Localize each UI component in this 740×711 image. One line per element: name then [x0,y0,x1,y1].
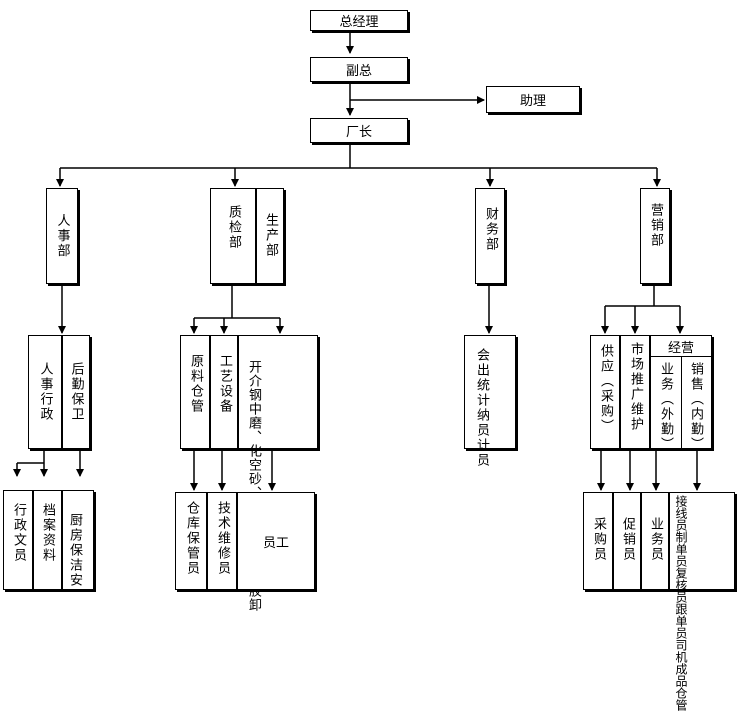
node-workers: 员工 [237,492,315,590]
supply-purchasing-label: 供应（采购） [598,344,613,434]
dept-finance: 财务部 [475,188,505,284]
node-process-equipment: 工艺设备 [210,335,238,449]
node-warehouse-keeper: 仓库保管员 [175,492,207,590]
dept-production-label: 生产部 [263,213,278,258]
operations-header: 经营 [651,336,711,357]
tech-maintenance-label: 技术维修员 [215,501,230,576]
node-general-manager: 总经理 [310,10,408,31]
logistics-security-label: 后勤保卫 [68,362,84,422]
kitchen-cleaning-security-label: 厨房保洁安 [67,513,82,588]
market-promotion-label: 市场推广维护 [628,342,643,432]
node-tech-maintenance: 技术维修员 [207,492,237,590]
factory-director-label: 厂长 [345,125,372,140]
deputy-label: 副总 [345,64,372,79]
node-promoter: 促销员 [613,492,641,590]
node-kitchen-cleaning-security: 厨房保洁安 [62,490,94,590]
operations-label: 经营 [667,340,694,356]
dept-hr-label: 人事部 [54,213,70,259]
salesperson-label: 业务员 [648,517,663,562]
dept-production: 生产部 [256,188,284,284]
node-office-staff: 接线员制单员复核员跟单员司机成品仓管 [669,492,735,711]
node-factory-director: 厂长 [310,118,408,143]
dept-hr: 人事部 [46,188,78,284]
sales-internal-label: 销售（内勤） [688,362,703,452]
warehouse-keeper-label: 仓库保管员 [184,501,199,576]
node-business-field: 业务（外勤） [651,356,682,452]
node-assistant: 助理 [486,86,580,113]
dept-sales-marketing: 营销部 [640,188,670,284]
node-market-promotion: 市场推广维护 [620,335,650,449]
process-equipment-label: 工艺设备 [217,354,232,414]
office-staff-label: 接线员制单员复核员跟单员司机成品仓管 [674,495,688,711]
business-field-label: 业务（外勤） [658,362,673,452]
node-archives: 档案资料 [33,490,62,590]
node-accountant-cashier-statistician: 会出统计纳员计员 [464,335,516,468]
node-admin-clerk: 行政文员 [3,490,33,590]
node-logistics-security: 后勤保卫 [62,335,90,449]
dept-quality-inspection: 质检部 [210,188,256,284]
dept-finance-label: 财务部 [483,207,498,252]
general-manager-label: 总经理 [339,15,379,30]
node-supply-purchasing: 供应（采购） [590,335,620,449]
node-sales-internal: 销售（内勤） [681,356,711,452]
node-operations: 经营 业务（外勤） 销售（内勤） [650,335,712,452]
connector-lines [13,31,701,491]
archives-label: 档案资料 [40,503,55,563]
purchaser-label: 采购员 [591,517,606,562]
node-salesperson: 业务员 [641,492,669,590]
hr-admin-label: 人事行政 [37,362,53,422]
raw-material-label: 原料仓管 [188,354,203,414]
node-hr-admin: 人事行政 [28,335,62,449]
admin-clerk-label: 行政文员 [11,503,26,563]
node-deputy-general-manager: 副总 [310,57,408,82]
assistant-label: 助理 [519,94,546,109]
dept-qc-label: 质检部 [226,205,241,250]
dept-sales-label: 营销部 [648,203,663,248]
workers-label: 员工 [262,535,289,551]
finance-staff-label: 会出统计纳员计员 [474,348,489,468]
node-purchaser: 采购员 [583,492,613,590]
node-raw-material-warehouse: 原料仓管 [180,335,210,449]
production-operators-label: 开介钢中磨、化空砂、磨包夹装边装胶卸 [246,360,261,612]
node-production-operators: 开介钢中磨、化空砂、磨包夹装边装胶卸 [238,335,318,612]
promoter-label: 促销员 [620,517,635,562]
